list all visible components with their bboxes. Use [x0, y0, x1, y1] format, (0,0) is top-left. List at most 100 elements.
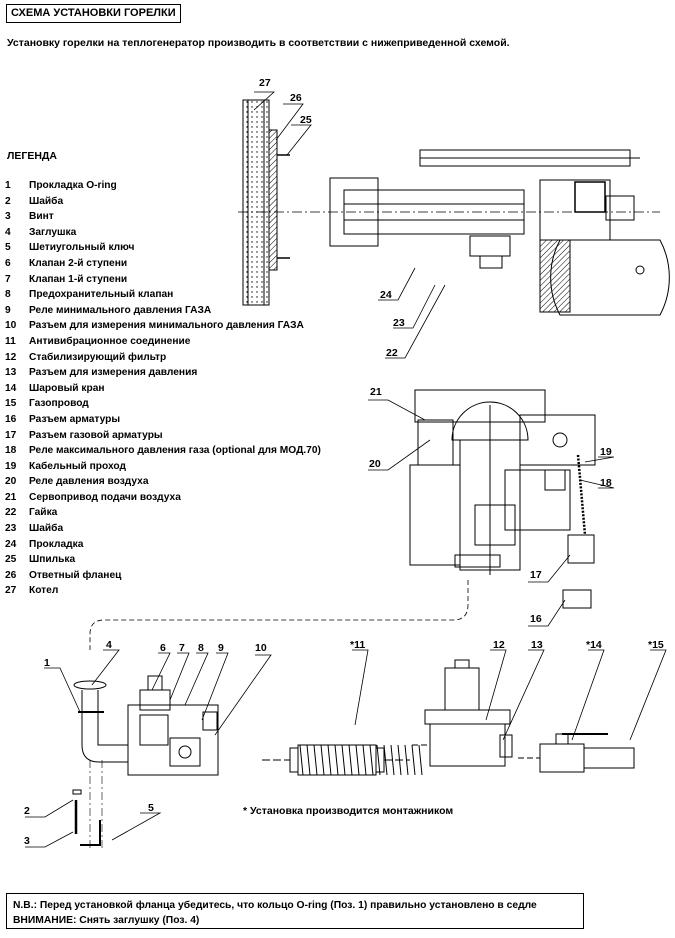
callout-22: 22 [386, 347, 398, 359]
callout-9: 9 [218, 642, 224, 654]
legend-item-number: 19 [5, 460, 17, 472]
legend-item: 19 Кабельный проход [5, 459, 321, 475]
legend-item: 6 Клапан 2-й ступени [5, 256, 321, 272]
legend-item: 5 Шетиугольный ключ [5, 240, 321, 256]
callout-19: 19 [600, 446, 612, 458]
leaders-mid [368, 399, 615, 627]
legend-item-number: 12 [5, 351, 17, 363]
callout-20: 20 [369, 458, 381, 470]
legend-item-number: 18 [5, 445, 17, 457]
legend-item-label: Шетиугольный ключ [29, 242, 135, 254]
nb-note: N.B.: Перед установкой фланца убедитесь,… [13, 900, 537, 911]
legend-item-label: Шайба [29, 523, 64, 535]
callout-23: 23 [393, 317, 405, 329]
legend-item: 12 Стабилизирующий фильтр [5, 350, 321, 366]
legend-item-number: 10 [5, 320, 17, 332]
callout-5: 5 [148, 802, 154, 814]
installer-note: * Установка производится монтажником [243, 805, 454, 817]
legend-item-label: Реле давления воздуха [29, 476, 149, 488]
notes-box: N.B.: Перед установкой фланца убедитесь,… [6, 893, 584, 929]
legend-item: 13 Разъем для измерения давления [5, 365, 321, 381]
legend-item-label: Реле максимального давления газа (option… [29, 445, 321, 457]
callout-27: 27 [259, 77, 271, 89]
callout-21: 21 [370, 386, 382, 398]
callout-15: *15 [648, 639, 664, 651]
anti-vibration-joint [262, 744, 423, 776]
legend-item-number: 15 [5, 398, 17, 410]
leaders-top [253, 91, 446, 359]
legend-item-number: 14 [5, 382, 17, 394]
legend-item: 7 Клапан 1-й ступени [5, 272, 321, 288]
legend-item-label: Разъем для измерения давления [29, 367, 198, 379]
legend-item-label: Разъем арматуры [29, 413, 121, 425]
stabilizing-filter [412, 659, 513, 767]
callout-16: 16 [530, 613, 542, 625]
counter-flange [268, 129, 290, 271]
legend-item-number: 23 [5, 523, 17, 535]
legend-item-number: 8 [5, 289, 11, 301]
legend-item-label: Прокладка [29, 538, 84, 550]
callout-18: 18 [600, 477, 612, 489]
legend-item: 10 Разъем для измерения минимального давл… [5, 318, 321, 334]
callout-26: 26 [290, 92, 302, 104]
legend-item: 23 Шайба [5, 521, 321, 537]
legend-item-number: 1 [5, 180, 11, 191]
ball-valve-pipe [518, 733, 635, 773]
legend-item-label: Кабельный проход [29, 460, 126, 472]
callout-6: 6 [160, 642, 166, 654]
legend-item-label: Разъем газовой арматуры [29, 429, 163, 441]
legend-item-number: 9 [5, 304, 11, 316]
legend-item-number: 5 [5, 242, 11, 254]
legend-item-label: Клапан 1-й ступени [29, 273, 128, 285]
legend-item-number: 25 [5, 554, 17, 566]
legend-item-label: Сервопривод подачи воздуха [29, 491, 181, 503]
burner-front-view [409, 389, 596, 609]
legend-item-number: 6 [5, 257, 11, 269]
legend-item-label: Винт [29, 211, 54, 223]
legend-item-number: 4 [5, 226, 11, 238]
legend-item: 21 Сервопривод подачи воздуха [5, 490, 321, 506]
warning-note: ВНИМАНИЕ: Снять заглушку (Поз. 4) [13, 915, 200, 926]
legend-item: 18 Реле максимального давления газа (opti… [5, 443, 321, 459]
callout-14: *14 [586, 639, 602, 651]
callout-1: 1 [44, 657, 50, 669]
callout-7: 7 [179, 642, 185, 654]
legend-item: 15 Газопровод [5, 396, 321, 412]
legend-item-label: Разъем для измерения минимального давлен… [29, 320, 304, 332]
callout-13: 13 [531, 639, 543, 651]
callout-11: *11 [350, 639, 365, 651]
legend-item: 20 Реле давления воздуха [5, 474, 321, 490]
leaders-bottom [25, 649, 667, 848]
callout-4: 4 [106, 639, 112, 651]
legend-item-label: Клапан 2-й ступени [29, 257, 128, 269]
legend-item-number: 11 [5, 335, 16, 347]
legend-item-number: 7 [5, 273, 11, 285]
burner-side-view [329, 149, 670, 316]
page-title: СХЕМА УСТАНОВКИ ГОРЕЛКИ [6, 4, 181, 23]
legend-item-number: 21 [5, 491, 17, 503]
legend-item-number: 22 [5, 507, 17, 519]
callout-10: 10 [255, 642, 267, 654]
legend-item-label: Газопровод [29, 398, 89, 410]
legend-item-label: Шаровый кран [29, 382, 105, 394]
callout-17: 17 [530, 569, 542, 581]
legend-item-number: 24 [5, 538, 17, 550]
legend-item-number: 20 [5, 476, 17, 488]
callout-24: 24 [380, 289, 392, 301]
legend-item-label: Стабилизирующий фильтр [29, 351, 167, 363]
legend-item-label: Шайба [29, 195, 64, 207]
legend-item-number: 13 [5, 367, 17, 379]
